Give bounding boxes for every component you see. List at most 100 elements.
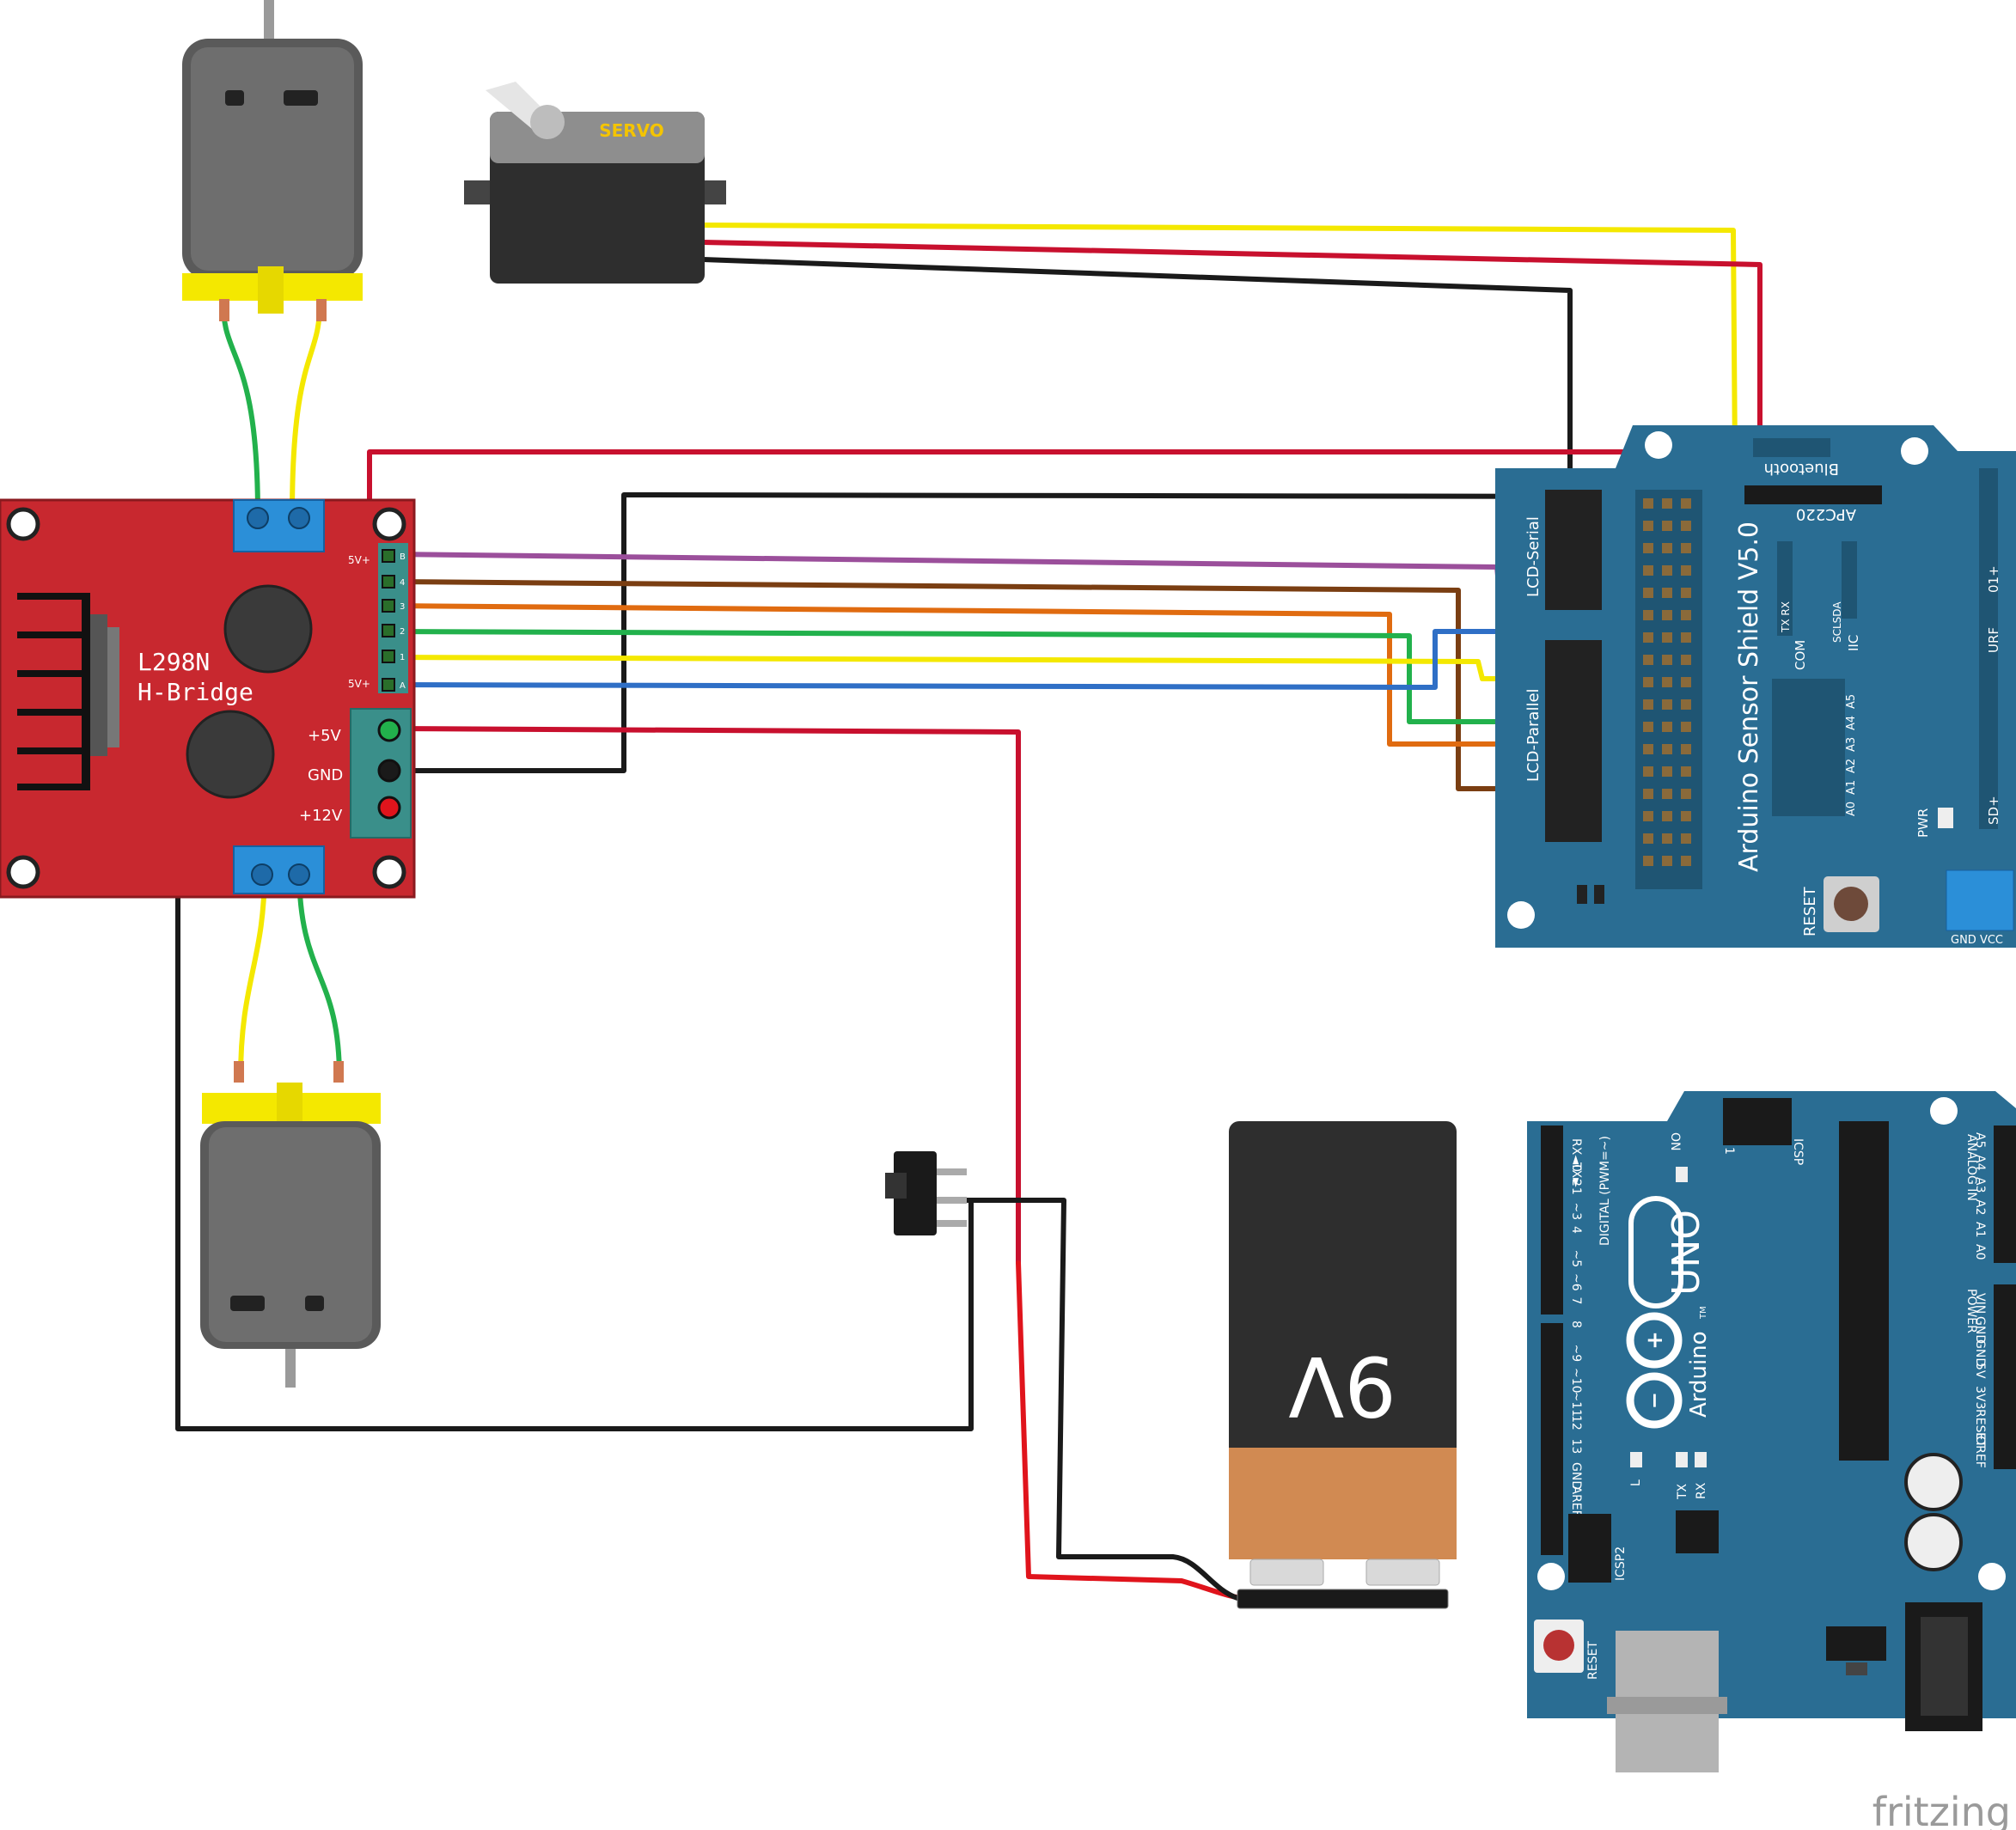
svg-text:A2: A2 (1845, 759, 1858, 773)
mount-hole (1507, 901, 1535, 929)
header-pin (1643, 498, 1653, 509)
header-pin (1662, 789, 1672, 799)
arduino-logo: − + (1626, 1312, 1683, 1429)
motor-bottom-slot (230, 1296, 265, 1311)
iic-label: IIC (1846, 635, 1861, 651)
header-pin (1662, 722, 1672, 732)
battery-band-edge (1229, 1448, 1457, 1456)
pin-label: ~10 (1569, 1368, 1583, 1394)
header-pin (1681, 744, 1691, 754)
battery-label: 9V (1288, 1338, 1396, 1432)
battery-terminal (1249, 1559, 1324, 1586)
header-pin (1643, 766, 1653, 777)
header-pin (1643, 699, 1653, 710)
svg-text:A4: A4 (1845, 716, 1858, 730)
regulator-tab (1846, 1662, 1867, 1675)
smd-part (1577, 885, 1587, 904)
pin-label: 5V (1973, 1363, 1987, 1379)
header-pin (1681, 588, 1691, 598)
header-pin (1643, 811, 1653, 821)
pin-label: VIN (1973, 1293, 1987, 1314)
svg-text:4: 4 (400, 578, 405, 588)
switch-pin (937, 1168, 967, 1175)
terminal-screw (247, 507, 269, 529)
header-pin (1643, 521, 1653, 531)
usb-chip (1676, 1510, 1719, 1553)
analog-labels: A0 A1 A2 A3 A4 A5 (1845, 694, 1858, 816)
header-pin (1681, 789, 1691, 799)
pin-label: 4 (1569, 1226, 1583, 1234)
apc220-label: APC220 (1796, 505, 1856, 523)
power-jack-hole (1921, 1617, 1968, 1716)
terminal-screw (251, 863, 273, 886)
motor-b-terminal-block (233, 845, 325, 894)
svg-text:A: A (400, 681, 406, 691)
mount-hole (1645, 431, 1672, 459)
svg-text:A1: A1 (1845, 780, 1858, 795)
analog-in-label: ANALOG IN (1964, 1134, 1978, 1201)
shield-title: Arduino Sensor Shield V5.0 (1734, 522, 1764, 872)
icsp-one-label: 1 (1722, 1147, 1736, 1155)
icsp2-label: ICSP2 (1614, 1546, 1628, 1581)
header-pin (1681, 766, 1691, 777)
header-pin (1643, 789, 1653, 799)
pin-label: 2 (1569, 1179, 1583, 1186)
arduino-uno: RX◄0 TX►1 2~34~5~678~9~10~111213GNDAREF … (1527, 1091, 2016, 1772)
motor-top-slot (284, 90, 318, 106)
power-header (1994, 1284, 2016, 1469)
rx-led (1695, 1452, 1707, 1467)
pin-label: 13 (1569, 1439, 1583, 1455)
shield-pcb (1495, 425, 2016, 948)
lcd-parallel-label: LCD-Parallel (1524, 688, 1543, 782)
header-pin (1662, 498, 1672, 509)
motor-bottom (200, 1061, 381, 1388)
header-pin (1662, 744, 1672, 754)
label-5v-top: 5V+ (348, 554, 370, 566)
gvs-pins (1643, 498, 1691, 866)
battery-clip (1237, 1589, 1449, 1609)
pin-label: ~5 (1569, 1250, 1583, 1268)
mount-hole (372, 507, 406, 541)
servo-label: SERVO (599, 120, 664, 141)
pin-12v (377, 796, 401, 820)
power-label: POWER (1964, 1289, 1978, 1333)
header-pin (1681, 521, 1691, 531)
motor-a-terminal-block (233, 499, 325, 552)
hbridge-5v-red-power-wire (388, 726, 1021, 1266)
hbridge-board: L298N H-Bridge +5V GND +12V 5V+ 5V+ (0, 498, 416, 899)
mount-hole (1537, 1563, 1565, 1590)
gvs-header (1635, 490, 1702, 889)
servo-black-wire (700, 257, 1631, 570)
uno-badge (1628, 1196, 1683, 1308)
uno-brand: UNO (1665, 1210, 1708, 1296)
fritzing-watermark: fritzing (1872, 1789, 2011, 1830)
switch-lever (885, 1173, 907, 1199)
header-pin (1681, 565, 1691, 576)
motor-top-tab (258, 266, 284, 314)
tm-label: TM (1699, 1306, 1708, 1320)
header-pin (1643, 856, 1653, 866)
tx-led (1676, 1452, 1688, 1467)
motor2-yellow-lead (238, 865, 267, 1081)
header-pin (1662, 856, 1672, 866)
svg-text:2: 2 (400, 627, 405, 637)
digital-label: DIGITAL (PWM=~) (1598, 1136, 1612, 1246)
motor2-green-lead (296, 865, 342, 1081)
icsp-label: ICSP (1791, 1138, 1805, 1165)
control-pins (382, 549, 395, 692)
gndvcc-label: GND VCC (1951, 934, 2003, 947)
battery-red-wire (1016, 1260, 1257, 1602)
uno-reset-label: RESET (1586, 1641, 1600, 1680)
header-pin (1662, 610, 1672, 620)
header-pin (1643, 543, 1653, 553)
on-label: ON (1668, 1132, 1682, 1151)
reset-cap (1834, 887, 1868, 921)
motor-top-terminal (219, 299, 229, 321)
pin-label: 3V3 (1973, 1386, 1987, 1409)
pin-label: 7 (1569, 1297, 1583, 1305)
motor-top-can (191, 47, 354, 271)
header-pin (1662, 811, 1672, 821)
motor-top-terminal (316, 299, 327, 321)
servo: SERVO (464, 82, 726, 284)
